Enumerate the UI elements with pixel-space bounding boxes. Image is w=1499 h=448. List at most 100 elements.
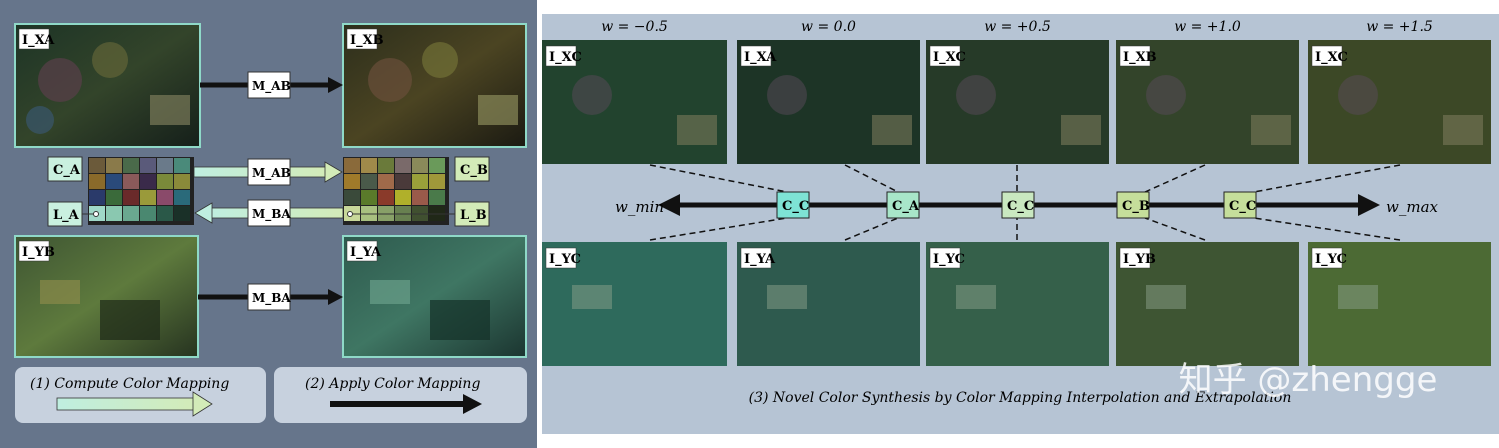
top-image-label: I_XA xyxy=(744,50,777,65)
checker-a-patch xyxy=(123,158,139,173)
weight-label: w = +1.0 xyxy=(1174,19,1241,35)
weight-label: w = +1.5 xyxy=(1366,19,1433,35)
node-c-a xyxy=(47,156,83,182)
top-image-detail xyxy=(956,75,996,115)
checker-b-patch xyxy=(412,158,428,173)
compute-arrow-backward: M_BA xyxy=(194,199,344,227)
checker-a-patch xyxy=(140,190,156,205)
bottom-image-label: I_YC xyxy=(1315,252,1347,267)
top-image-checker xyxy=(1061,115,1101,145)
checker-b-patch xyxy=(412,190,428,205)
checker-a-patch xyxy=(157,190,173,205)
axis-node xyxy=(1001,191,1035,219)
label-c-b: C_B xyxy=(460,163,488,178)
checker-b-patch xyxy=(395,174,411,189)
top-image-tag xyxy=(1119,45,1151,67)
image-i-xb: I_XB xyxy=(342,23,527,148)
weight-label: w = +0.5 xyxy=(984,19,1051,35)
top-image-label: I_XC xyxy=(1315,50,1348,65)
top-image-detail xyxy=(1338,75,1378,115)
checker-b-patch xyxy=(361,158,377,173)
checker-a-patch xyxy=(106,206,122,221)
top-image-checker xyxy=(677,115,717,145)
label-m-ba-checker: M_BA xyxy=(252,207,291,222)
bottom-image-tag xyxy=(1311,247,1343,269)
checker-b-patch xyxy=(429,174,445,189)
top-image-checker xyxy=(872,115,912,145)
checker-a-patch xyxy=(174,158,190,173)
checker-b-patch xyxy=(361,190,377,205)
top-image-checker xyxy=(1251,115,1291,145)
top-image-tag xyxy=(929,45,961,67)
axis-min-label: w_min xyxy=(615,198,664,216)
image-i-xa: I_XA xyxy=(14,23,201,148)
checker-a-patch xyxy=(157,174,173,189)
label-i-xa: I_XA xyxy=(22,33,55,48)
label-l-a: L_A xyxy=(53,208,80,223)
image-i-ya: I_YA xyxy=(342,235,527,358)
top-image-tag xyxy=(740,45,772,67)
checker-a-patch xyxy=(89,190,105,205)
checker-a-patch xyxy=(123,206,139,221)
checker-b-patch xyxy=(378,174,394,189)
top-image-detail xyxy=(572,75,612,115)
weight-label: w = −0.5 xyxy=(601,19,668,35)
top-image-detail xyxy=(767,75,807,115)
axis-node-label: C_C xyxy=(1007,199,1034,214)
checker-a-patch xyxy=(157,158,173,173)
node-c-b xyxy=(454,156,490,182)
checker-a-patch xyxy=(140,206,156,221)
bottom-image-label: I_YC xyxy=(549,252,581,267)
axis-node xyxy=(776,191,810,219)
checker-a-patch xyxy=(174,190,190,205)
top-image-checker xyxy=(1443,115,1483,145)
node-l-b xyxy=(454,201,490,227)
dashed-connectors xyxy=(649,164,1401,241)
axis-node xyxy=(1116,191,1150,219)
checker-a-patch xyxy=(106,158,122,173)
checker-a-patch xyxy=(123,174,139,189)
axis-node-label: C_A xyxy=(892,199,920,214)
bottom-image-label: I_YA xyxy=(744,252,776,267)
label-l-b: L_B xyxy=(460,208,487,223)
legend-apply: (2) Apply Color Mapping xyxy=(274,367,527,423)
node-l-a xyxy=(47,201,83,227)
bottom-image-checker xyxy=(956,285,996,309)
checker-b-patch xyxy=(395,158,411,173)
legend-compute: (1) Compute Color Mapping xyxy=(15,367,266,423)
color-checker-b xyxy=(343,157,449,225)
checker-a-patch xyxy=(89,158,105,173)
checker-b-patch xyxy=(429,158,445,173)
checker-b-patch xyxy=(344,174,360,189)
label-i-xb: I_XB xyxy=(350,33,384,48)
bottom-image-label: I_YC xyxy=(933,252,965,267)
checker-b-patch xyxy=(344,190,360,205)
top-image-tag xyxy=(1311,45,1343,67)
top-image-label: I_XC xyxy=(933,50,966,65)
bottom-image-tag xyxy=(740,247,772,269)
color-checker-a xyxy=(88,157,194,225)
checker-a-patch xyxy=(157,206,173,221)
label-i-ya: I_YA xyxy=(350,245,382,260)
checker-a-patch xyxy=(174,206,190,221)
checker-b-patch xyxy=(395,190,411,205)
label-m-ab-top: M_AB xyxy=(252,79,291,94)
watermark: 知乎 @zhengge xyxy=(1179,360,1438,400)
checker-b-patch xyxy=(344,158,360,173)
checker-b-patch xyxy=(361,174,377,189)
checker-a-patch xyxy=(89,174,105,189)
apply-arrow-top: M_AB xyxy=(200,71,343,99)
checker-a-patch xyxy=(106,174,122,189)
bottom-image-tag xyxy=(1119,247,1151,269)
label-c-a: C_A xyxy=(53,163,81,178)
top-image-label: I_XB xyxy=(1123,50,1157,65)
checker-a-patch xyxy=(140,158,156,173)
bottom-image-checker xyxy=(1146,285,1186,309)
axis-max-label: w_max xyxy=(1386,198,1439,216)
connector-dot-l-b xyxy=(347,211,353,217)
image-i-yb: I_YB xyxy=(14,235,199,358)
checker-b-patch xyxy=(412,174,428,189)
bottom-image-checker xyxy=(572,285,612,309)
connector-dot-l-a xyxy=(93,211,99,217)
